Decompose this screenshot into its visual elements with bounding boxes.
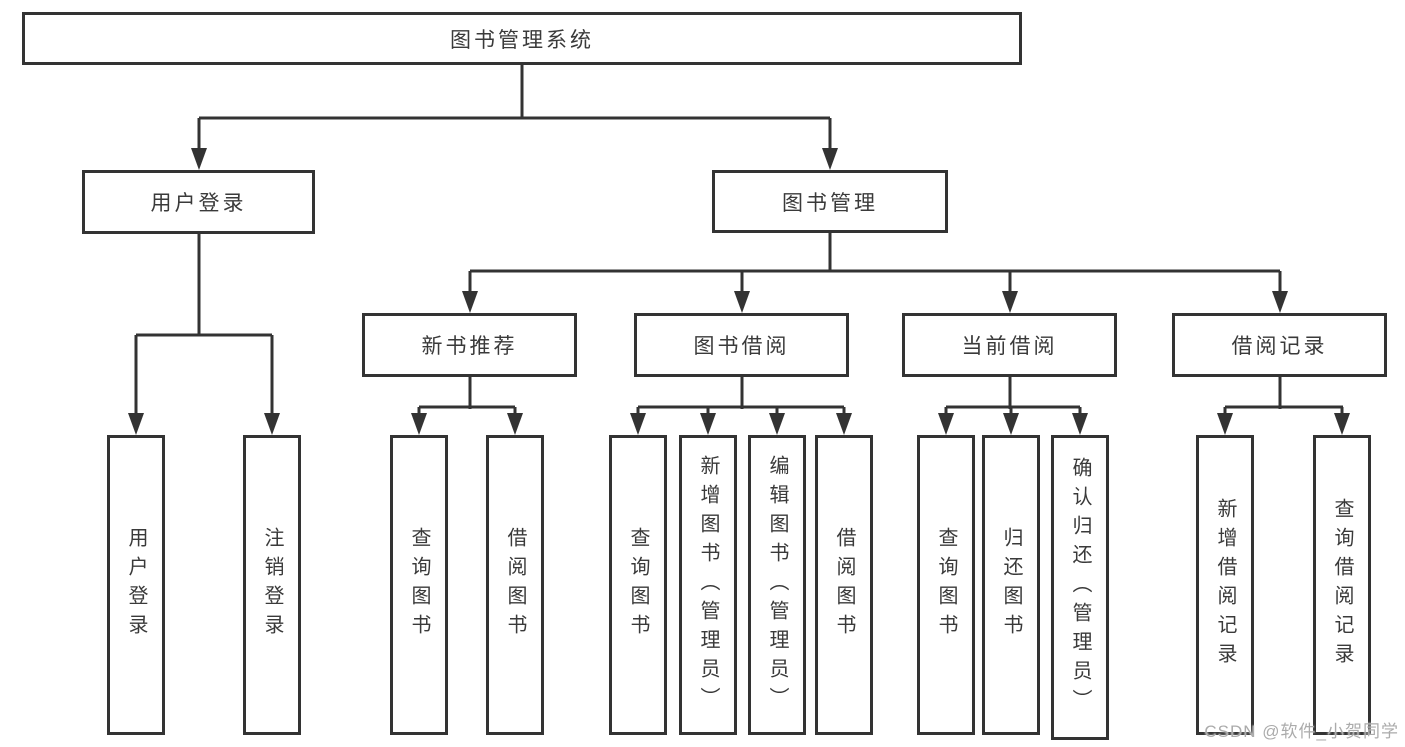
arrow-down-icon (700, 413, 716, 435)
leaf-borrow-books-recommend: 借阅图书 (486, 435, 544, 735)
leaf-user-login: 用户登录 (107, 435, 165, 735)
arrow-down-icon (411, 413, 427, 435)
arrow-down-icon (822, 148, 838, 170)
leaf-query-books-current: 查询图书 (917, 435, 975, 735)
leaf-query-books-borrow: 查询图书 (609, 435, 667, 735)
leaf-add-borrow-record: 新增借阅记录 (1196, 435, 1254, 735)
arrow-down-icon (128, 413, 144, 435)
arrow-down-icon (938, 413, 954, 435)
node-new-book-recommend: 新书推荐 (362, 313, 577, 377)
node-library-management-system: 图书管理系统 (22, 12, 1022, 65)
arrow-down-icon (836, 413, 852, 435)
arrow-down-icon (462, 291, 478, 313)
leaf-confirm-return-admin: 确认归还（管理员） (1051, 435, 1109, 740)
arrow-down-icon (769, 413, 785, 435)
arrow-down-icon (734, 291, 750, 313)
arrow-down-icon (507, 413, 523, 435)
arrow-down-icon (264, 413, 280, 435)
leaf-borrow-books: 借阅图书 (815, 435, 873, 735)
arrow-down-icon (1072, 413, 1088, 435)
arrow-down-icon (1217, 413, 1233, 435)
arrow-down-icon (1002, 291, 1018, 313)
arrow-down-icon (1272, 291, 1288, 313)
leaf-logout: 注销登录 (243, 435, 301, 735)
node-user-login: 用户登录 (82, 170, 315, 234)
leaf-return-book: 归还图书 (982, 435, 1040, 735)
leaf-query-books-recommend: 查询图书 (390, 435, 448, 735)
arrow-down-icon (630, 413, 646, 435)
leaf-query-borrow-record: 查询借阅记录 (1313, 435, 1371, 735)
node-book-borrow: 图书借阅 (634, 313, 849, 377)
node-borrow-records: 借阅记录 (1172, 313, 1387, 377)
node-book-management: 图书管理 (712, 170, 948, 233)
node-current-borrow: 当前借阅 (902, 313, 1117, 377)
watermark: CSDN @软件_小贺同学 (1204, 722, 1399, 741)
arrow-down-icon (191, 148, 207, 170)
arrow-down-icon (1334, 413, 1350, 435)
arrow-down-icon (1003, 413, 1019, 435)
leaf-add-book-admin: 新增图书（管理员） (679, 435, 737, 735)
leaf-edit-book-admin: 编辑图书（管理员） (748, 435, 806, 735)
